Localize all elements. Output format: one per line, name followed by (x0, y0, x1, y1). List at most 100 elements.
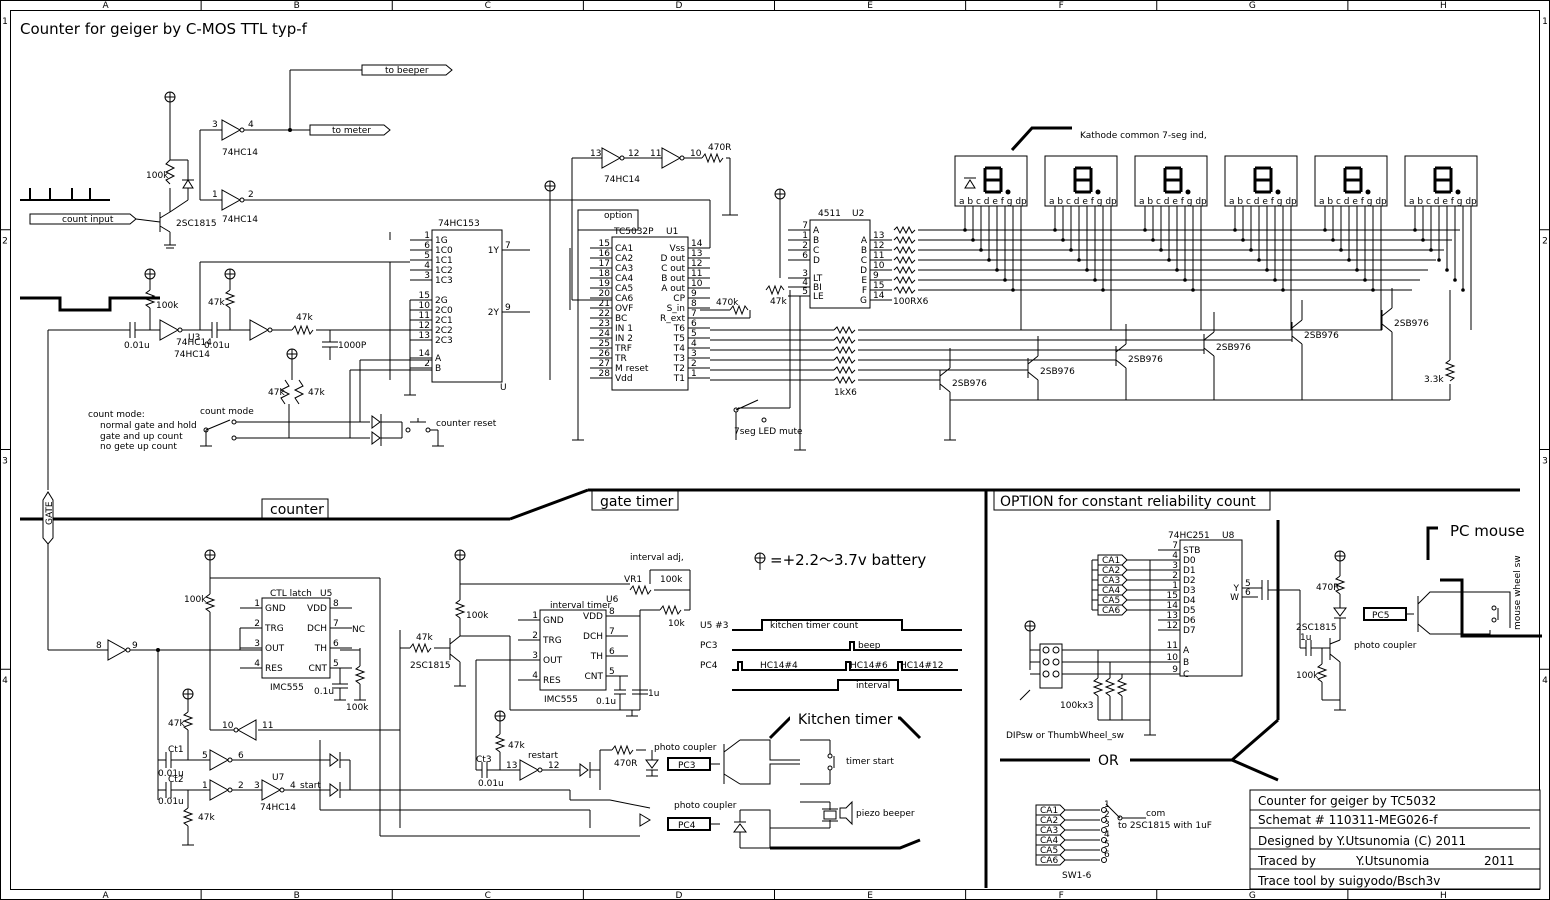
start-label: start (300, 781, 321, 791)
u2ctl-pin-label-2: LE (813, 292, 824, 302)
row-label-left-1: 1 (2, 17, 8, 27)
section-counter: counter (270, 502, 324, 518)
u5l-pin-label-2: OUT (265, 644, 285, 654)
u8l-pin-label-4: D3 (1183, 586, 1196, 596)
display-label: Kathode common 7-seg ind, (1080, 131, 1207, 141)
u6l-pin-label-2: OUT (543, 656, 563, 666)
mux-2-pin-label-0: 2G (435, 296, 448, 306)
u6-r10k: 10k (668, 619, 685, 629)
u8sel-pin-label-1: B (1183, 658, 1189, 668)
mouse-wheel-label: mouse wheel sw (1513, 555, 1523, 630)
u2r-pin-11: 11 (873, 251, 884, 261)
u8-ca-4: CA4 (1102, 586, 1120, 596)
seven-seg-digit-3: a b c d e f g dp (1134, 155, 1208, 330)
svg-text:1: 1 (202, 781, 208, 791)
u8sel-pin-11: 11 (1167, 641, 1178, 651)
mux-sel-pin-2: 2 (424, 359, 430, 369)
u6r-pin-label-1: DCH (583, 632, 603, 642)
driver-label-3: 2SB976 (1128, 355, 1163, 365)
mux-y1-pin-7: 7 (505, 241, 511, 251)
u1r-pin-label-8: T6 (673, 324, 685, 334)
u1r-pin-6: 6 (691, 319, 697, 329)
count-mode-line-3: no gete up count (100, 442, 177, 452)
u1l-pin-25: 25 (599, 339, 610, 349)
u2l-pin-label-1: B (813, 236, 819, 246)
row-label-right-2: 2 (1542, 237, 1548, 247)
seven-seg-digit-6: a b c d e f g dp (1404, 155, 1478, 330)
u2ctl-pin-label-0: LT (813, 274, 823, 284)
count-input-label: count input (62, 215, 114, 225)
decoder-unit: U2 (852, 209, 864, 219)
latch-title: CTL latch (270, 589, 312, 599)
u5l-pin-2: 2 (254, 619, 260, 629)
counter-reset-label: counter reset (436, 419, 497, 429)
mouse-r100k: 100k (1296, 671, 1319, 681)
mux-1-pin-3: 3 (424, 271, 430, 281)
section-dividers: counter gate timer OPTION for constant r… (20, 488, 1520, 888)
svg-text:4: 4 (248, 120, 254, 130)
sw-ca-1: CA1 (1040, 806, 1058, 816)
col-label-top-E: E (867, 1, 873, 11)
tb-line4a: Traced by (1257, 854, 1316, 868)
u2r-pin-9: 9 (873, 271, 879, 281)
counter-name: TC5032P (613, 227, 654, 237)
latch-c01: 0.1u (314, 687, 334, 697)
col-label-bottom-D: D (675, 891, 682, 900)
svg-text:10: 10 (222, 721, 234, 731)
u6l-pin-1: 1 (532, 611, 538, 621)
u6-c1: 1u (648, 689, 659, 699)
u6r-pin-8: 8 (609, 607, 615, 617)
u5l-pin-label-3: RES (265, 664, 283, 674)
option-label: option (604, 211, 632, 221)
row-label-left-2: 2 (2, 237, 8, 247)
r33k-label: 3.3k (1424, 375, 1444, 385)
mux-2-pin-10: 10 (419, 301, 431, 311)
u2l-pin-label-3: D (813, 256, 820, 266)
timing-hc14-4: HC14#4 (760, 661, 798, 671)
seg-letters-1: a b c d e f g dp (959, 197, 1027, 207)
u5l-pin-3: 3 (254, 639, 260, 649)
u1r-pin-14: 14 (691, 239, 703, 249)
mouse-tr-label: 2SC1815 (1296, 623, 1337, 633)
u1l-pin-22: 22 (599, 309, 610, 319)
col-label-top-F: F (1059, 1, 1064, 11)
inv-74hc14-label-c: 74HC14 (604, 175, 640, 185)
u6-type: IMC555 (544, 695, 578, 705)
interval-timer-u6: 100k 2SC1815 47k interval timer U6 IMC55… (400, 549, 691, 770)
seg-letters-3: a b c d e f g dp (1139, 197, 1207, 207)
svg-text:4: 4 (290, 781, 296, 791)
u6-r47k: 47k (416, 633, 433, 643)
u6-vr: VR1 (624, 575, 642, 585)
u1r-pin-label-11: T3 (673, 354, 685, 364)
u7-r47k-b: 47k (198, 813, 215, 823)
u6-unit: U6 (606, 595, 619, 605)
drawing-title: Counter for geiger by C-MOS TTL typ-f (20, 20, 308, 38)
u7-r47k-a: 47k (168, 719, 185, 729)
ct3-value: 0.01u (478, 779, 504, 789)
u2r-pin-12: 12 (873, 241, 884, 251)
u1l-pin-23: 23 (599, 319, 610, 329)
u2r-pin-label-0: A (861, 236, 868, 246)
u2l-pin-2: 2 (802, 241, 808, 251)
tb-line1: Counter for geiger by TC5032 (1258, 794, 1436, 808)
u2r-pin-label-5: F (862, 286, 867, 296)
sw-com: com (1146, 809, 1165, 819)
u7-unit: U7 (272, 773, 284, 783)
led-mute-label: 7seg LED mute (734, 427, 803, 437)
u1l-pin-label-6: OVF (615, 304, 633, 314)
u2l-pin-6: 6 (802, 251, 808, 261)
u6r-pin-label-2: TH (590, 652, 603, 662)
mux-2-pin-label-3: 2C2 (435, 326, 453, 336)
r100k-label: 100k (146, 171, 169, 181)
u8l-pin-label-1: D0 (1183, 556, 1196, 566)
u6-r100k: 100k (660, 575, 683, 585)
u8l-pin-4: 4 (1172, 551, 1178, 561)
u5l-pin-label-0: GND (265, 604, 286, 614)
r470k-label: 470k (716, 298, 739, 308)
photo-coupler-a: photo coupler (654, 743, 717, 753)
u8l-pin-7: 7 (1172, 541, 1178, 551)
u2ctl-pin-3: 3 (802, 269, 808, 279)
timing-hc14-6: HC14#6 (850, 661, 888, 671)
u8l-pin-label-0: STB (1183, 546, 1200, 556)
